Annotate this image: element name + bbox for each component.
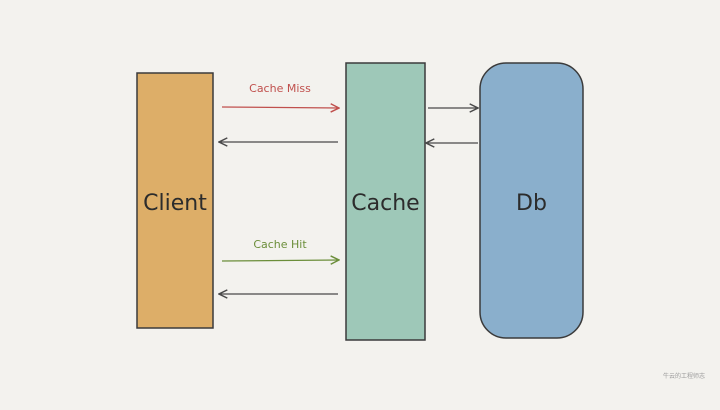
cache-hit-label: Cache Hit	[253, 238, 307, 251]
db-node: Db	[479, 62, 584, 339]
client-label: Client	[143, 191, 207, 216]
db-box	[479, 62, 584, 339]
cache-box	[345, 62, 426, 341]
cache-miss-label: Cache Miss	[249, 82, 311, 95]
watermark: 牛云的工程师志	[663, 372, 705, 380]
cache-hit-request-arrow	[221, 260, 339, 261]
client-box	[136, 72, 214, 329]
db-label: Db	[516, 191, 547, 216]
cache-label: Cache	[351, 191, 419, 216]
cache-node: Cache	[345, 62, 426, 341]
cache-miss-request-arrow	[221, 107, 339, 108]
client-node: Client	[136, 72, 214, 329]
